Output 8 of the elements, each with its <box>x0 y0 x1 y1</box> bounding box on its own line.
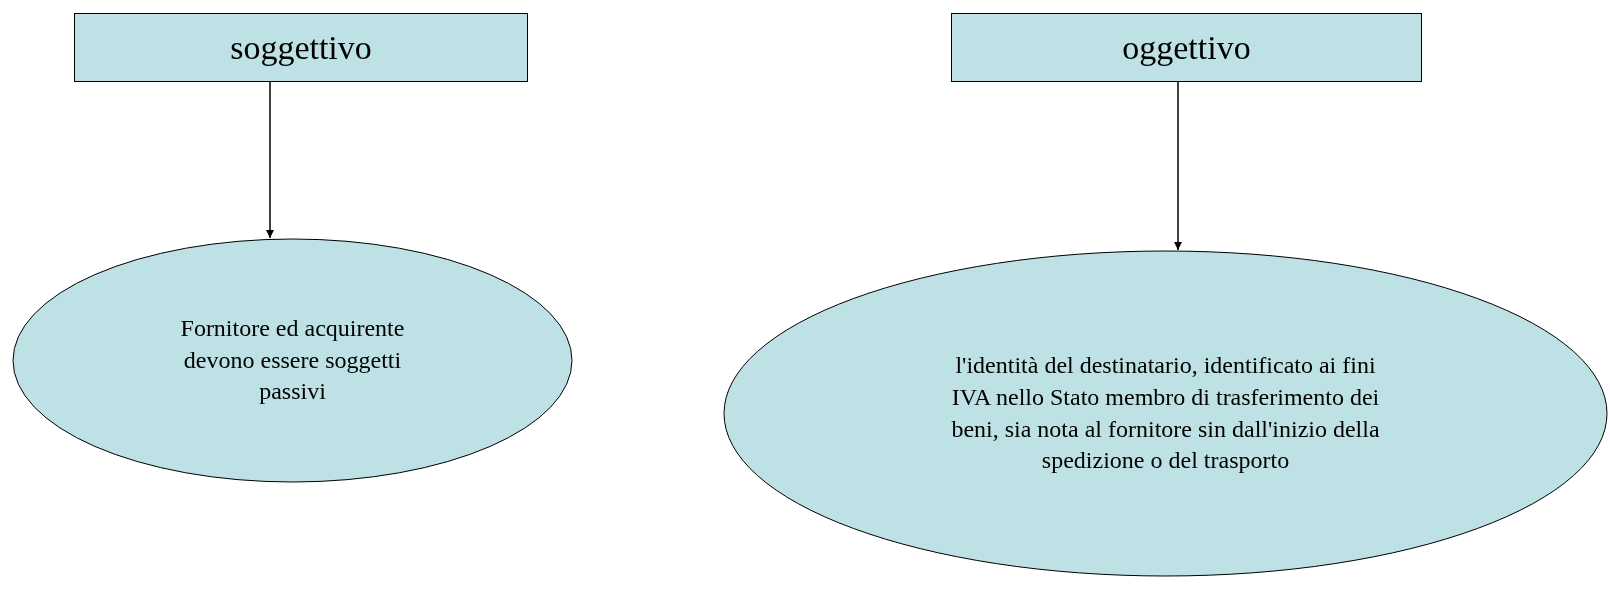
arrow <box>1174 81 1182 251</box>
ellipse-text: l'identità del destinatario, identificato ai fini IVA nello Stato membro di trasferimento dei beni, sia nota al fornitore sin dall'inizio della spedizione o del trasporto <box>950 351 1381 476</box>
arrow <box>266 81 274 239</box>
label-box <box>951 13 1422 82</box>
label-box <box>74 13 528 82</box>
box-label: soggettivo <box>230 28 372 67</box>
box-label: oggettivo <box>1122 28 1251 67</box>
ellipse-text: Fornitore ed acquirente devono essere soggetti passivi <box>179 314 406 407</box>
